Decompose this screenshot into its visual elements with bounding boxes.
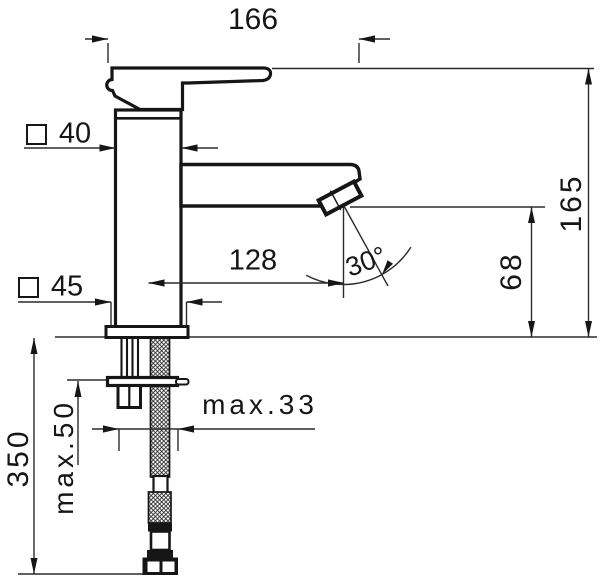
dim-label-spout-height: 68 — [495, 251, 528, 291]
square-section-icon-40 — [26, 124, 47, 145]
spray-angle-arc — [305, 246, 412, 286]
dimension-arrowheads — [30, 35, 592, 574]
dim-label-max-counter-thickness: max.33 — [202, 389, 318, 420]
spray-angle-axis-line — [343, 205, 389, 287]
washer-tab — [175, 378, 190, 386]
hose-neck — [152, 474, 169, 495]
dim-label-hose-length: 350 — [2, 428, 35, 488]
angle-arc-arrowhead — [382, 260, 393, 275]
threaded-rod-right — [131, 335, 140, 380]
handle-lever — [105, 66, 273, 112]
dim-label-overall-length: 166 — [227, 3, 279, 36]
dim-label-overall-height: 165 — [555, 173, 588, 233]
hose-collar-lower — [147, 550, 173, 558]
extension-lines — [18, 43, 597, 575]
dim-label-max-clamp-range: max.50 — [48, 399, 79, 515]
braided-hose-upper — [149, 336, 171, 478]
dim-label-spout-reach: 128 — [228, 244, 278, 277]
dim-label-body-section: 40 — [58, 117, 92, 150]
faucet-body — [104, 66, 365, 339]
aerator — [315, 178, 365, 218]
base-plate — [104, 325, 190, 339]
body-column — [113, 108, 183, 330]
dimension-lines — [18, 38, 590, 574]
threaded-rod-left — [120, 335, 129, 380]
square-section-icon-45 — [18, 277, 39, 298]
dim-label-base-section: 45 — [50, 270, 84, 303]
hose-collar-upper — [148, 523, 172, 532]
hose-connector-body — [149, 530, 171, 552]
braided-hose-lower — [147, 491, 172, 524]
supply-hose-assembly — [105, 335, 190, 575]
